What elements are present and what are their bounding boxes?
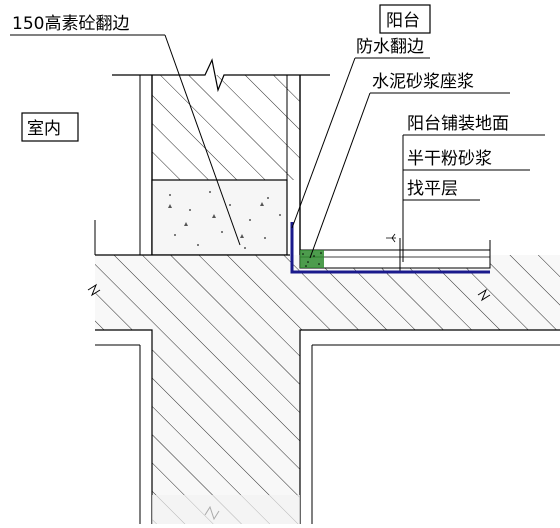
balcony-paving-label: 阳台铺装地面 xyxy=(407,114,509,134)
waterproof-label: 防水翻边 xyxy=(356,37,424,57)
leveling-label: 找平层 xyxy=(407,179,458,199)
balcony-label: 阳台 xyxy=(386,11,420,31)
upper-wall xyxy=(112,58,330,255)
concrete-upturn xyxy=(151,179,288,256)
dry-mortar-label: 半干粉砂浆 xyxy=(407,149,492,169)
mortar-bed-label: 水泥砂浆座浆 xyxy=(372,72,474,92)
balcony-label-box xyxy=(379,4,431,34)
indoor-label-box xyxy=(21,112,79,142)
waterproof-membrane xyxy=(290,222,490,274)
indoor-label: 室内 xyxy=(27,119,61,139)
balcony-paving xyxy=(290,222,491,274)
leader-lines xyxy=(10,34,545,262)
upturn-label: 150高素砼翻边 xyxy=(12,14,129,34)
mortar-bed-block xyxy=(300,250,324,268)
